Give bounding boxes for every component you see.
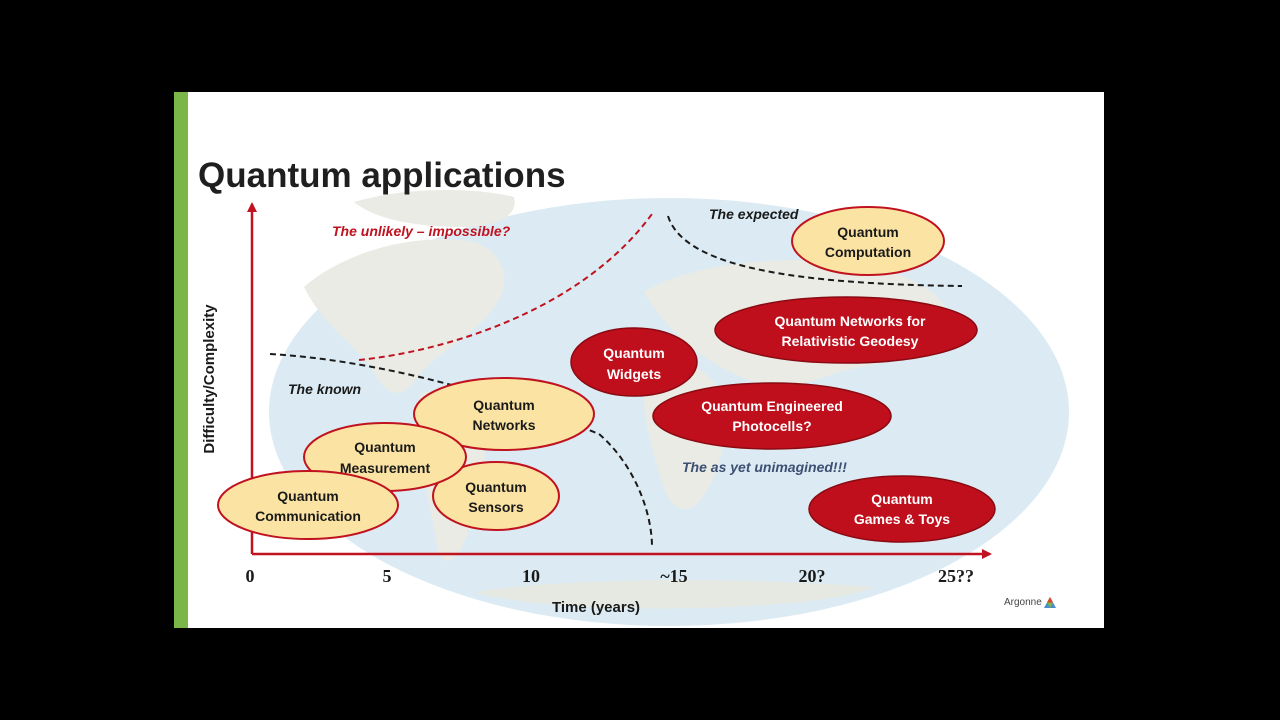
bubble-sensors-line2: Sensors — [468, 499, 523, 515]
bubble-games: Quantum Games & Toys — [808, 475, 996, 543]
slide-title: Quantum applications — [198, 156, 566, 195]
bubble-geodesy-line1: Quantum Networks for — [775, 313, 926, 329]
x-tick-0: 0 — [246, 566, 255, 586]
bubble-computation-line2: Computation — [825, 244, 911, 260]
argonne-triangle-icon — [1043, 597, 1056, 608]
diagram: The unlikely – impossible? The expected … — [201, 190, 1069, 626]
bubble-computation: Quantum Computation — [791, 206, 945, 276]
unlikely-boundary — [358, 213, 653, 361]
argonne-logo: Argonne — [1004, 597, 1056, 608]
bubble-measurement-line1: Quantum — [354, 439, 415, 455]
bubble-measurement-line2: Measurement — [340, 460, 431, 476]
x-tick-10: 10 — [522, 566, 540, 586]
logo-text: Argonne — [1004, 597, 1042, 608]
expected-boundary — [667, 215, 963, 287]
x-tick-5: 5 — [383, 566, 392, 586]
bubble-communication: Quantum Communication — [217, 470, 399, 540]
y-axis-label: Difficulty/Complexity — [201, 304, 218, 454]
bubble-networks-line2: Networks — [472, 417, 535, 433]
x-tick-25: 25?? — [938, 566, 974, 586]
expected-label: The expected — [709, 206, 799, 222]
x-axis-label: Time (years) — [552, 599, 640, 616]
bubble-photocells-line2: Photocells? — [732, 418, 811, 434]
bubble-networks: Quantum Networks — [413, 377, 595, 451]
bubble-geodesy-line2: Relativistic Geodesy — [782, 333, 919, 349]
x-tick-15: ~15 — [660, 566, 687, 586]
unimagined-label: The as yet unimagined!!! — [682, 459, 847, 475]
bubble-games-line1: Quantum — [871, 491, 932, 507]
bubble-widgets: Quantum Widgets — [570, 327, 698, 397]
unlikely-label: The unlikely – impossible? — [332, 223, 511, 239]
bubble-widgets-line1: Quantum — [603, 345, 664, 361]
x-ticks: 0 5 10 ~15 20? 25?? — [246, 566, 975, 586]
bubble-photocells-line1: Quantum Engineered — [701, 398, 843, 414]
bubble-communication-line1: Quantum — [277, 488, 338, 504]
x-tick-20: 20? — [799, 566, 826, 586]
bubble-computation-line1: Quantum — [837, 224, 898, 240]
known-label: The known — [288, 381, 361, 397]
bubble-photocells: Quantum Engineered Photocells? — [652, 382, 892, 450]
slide: The unlikely – impossible? The expected … — [174, 92, 1104, 628]
bubble-networks-line1: Quantum — [473, 397, 534, 413]
bubble-communication-line2: Communication — [255, 508, 361, 524]
bubble-geodesy: Quantum Networks for Relativistic Geodes… — [714, 296, 978, 364]
bubble-sensors-line1: Quantum — [465, 479, 526, 495]
bubble-widgets-line2: Widgets — [607, 366, 662, 382]
bubble-sensors: Quantum Sensors — [432, 461, 560, 531]
bubble-games-line2: Games & Toys — [854, 511, 950, 527]
accent-bar — [174, 92, 188, 628]
